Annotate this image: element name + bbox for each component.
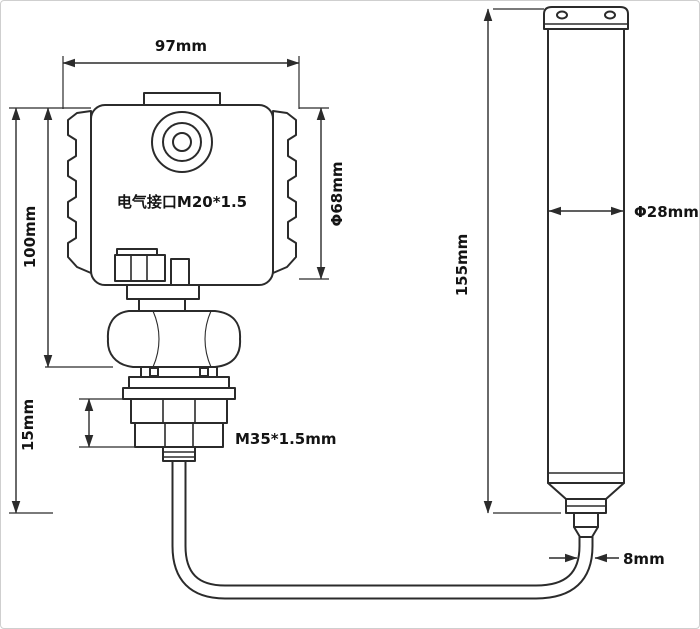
right-fin-cover bbox=[272, 110, 297, 274]
neck-upper bbox=[126, 284, 200, 300]
sight-glass-inner bbox=[172, 132, 192, 152]
probe-gland-lower bbox=[573, 512, 599, 528]
hex-nut-lower bbox=[134, 422, 224, 448]
transmitter-head bbox=[67, 92, 297, 462]
flange-bolt-right bbox=[199, 367, 209, 377]
cable-core bbox=[173, 453, 592, 598]
process-housing-contour-right bbox=[204, 310, 212, 368]
hex-nut-upper bbox=[130, 398, 228, 424]
dimension-overall-left bbox=[9, 107, 53, 514]
cap-hole-left bbox=[556, 10, 568, 20]
flange-bolt-left bbox=[149, 367, 159, 377]
flange-mid bbox=[128, 376, 230, 389]
dimension-probe-length: 155mm bbox=[453, 8, 561, 514]
probe-shoulder bbox=[547, 482, 625, 500]
probe-body bbox=[547, 28, 625, 484]
dimension-probe-diameter: Φ28mm bbox=[548, 203, 699, 221]
label-mounting-thread: M35*1.5mm bbox=[235, 430, 336, 448]
probe-cap bbox=[543, 6, 629, 30]
dimension-thread-length: 15mm bbox=[19, 398, 135, 451]
dimension-head-diameter: Φ68mm bbox=[299, 107, 346, 280]
dimension-head-width: 97mm bbox=[62, 37, 300, 109]
left-fin-cover bbox=[67, 110, 92, 274]
cap-hole-right bbox=[604, 10, 616, 20]
label-thread-length: 15mm bbox=[19, 399, 37, 451]
connection-cable bbox=[171, 453, 594, 600]
cable-outline bbox=[171, 453, 594, 600]
label-cable-diameter: 8mm bbox=[623, 550, 665, 568]
label-probe-length: 155mm bbox=[453, 234, 471, 297]
label-head-width: 97mm bbox=[155, 37, 207, 55]
label-head-diameter: Φ68mm bbox=[328, 162, 346, 227]
probe-gland-taper bbox=[573, 526, 599, 538]
label-head-height: 100mm bbox=[21, 206, 39, 269]
dimension-head-height: 100mm bbox=[9, 107, 113, 368]
process-housing-contour-left bbox=[152, 310, 160, 368]
flange-base bbox=[122, 387, 236, 400]
neck-lower bbox=[138, 298, 186, 312]
terminal-block bbox=[114, 254, 166, 282]
cable-entry-stub bbox=[162, 446, 196, 462]
dimension-cable-diameter: 8mm bbox=[549, 550, 665, 568]
process-housing bbox=[106, 310, 242, 368]
level-probe bbox=[543, 6, 629, 538]
label-electrical-interface: 电气接口M20*1.5 bbox=[117, 193, 247, 211]
label-probe-diameter: Φ28mm bbox=[634, 203, 699, 221]
